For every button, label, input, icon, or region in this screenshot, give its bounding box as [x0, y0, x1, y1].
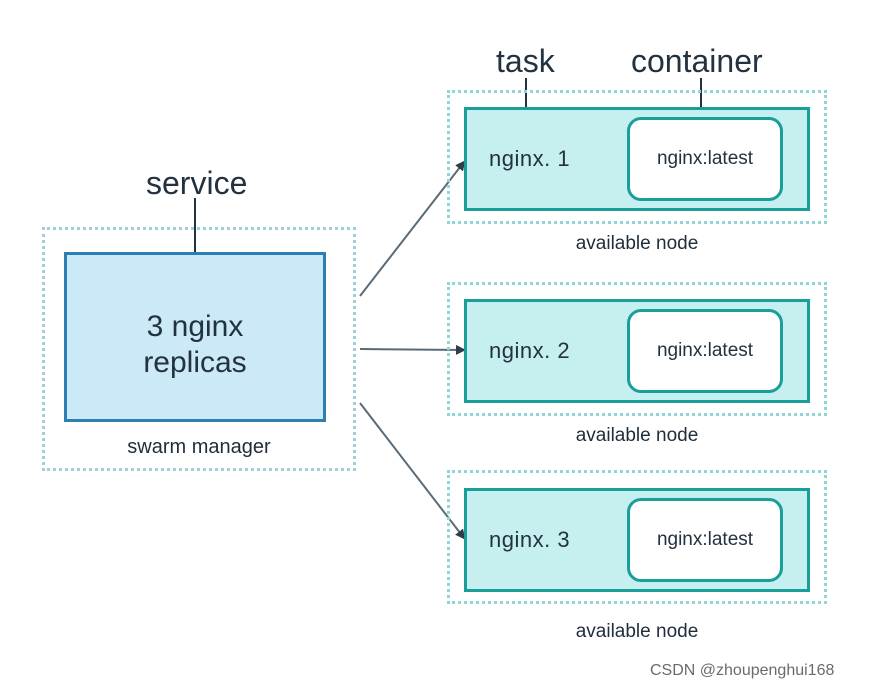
arrow-to-node-2 — [359, 344, 466, 355]
task-label-1: nginx. 1 — [489, 146, 571, 171]
container-box-2: nginx:latest — [627, 309, 783, 393]
container-callout: container — [631, 43, 763, 79]
csdn-watermark: CSDN @zhoupenghui168 — [650, 662, 835, 679]
service-callout: service — [146, 165, 248, 201]
arrow-to-node-1 — [359, 160, 466, 297]
node-caption-2: available node — [575, 425, 699, 446]
container-label-3: nginx:latest — [656, 529, 754, 550]
task-callout: task — [496, 43, 555, 79]
container-box-3: nginx:latest — [627, 498, 783, 582]
available-node-1 — [447, 90, 827, 224]
available-node-2 — [447, 282, 827, 416]
arrow-to-node-3 — [359, 402, 466, 540]
swarm-manager-caption: swarm manager — [127, 436, 271, 458]
container-label-2: nginx:latest — [656, 340, 754, 361]
service-box-label: 3 nginx replicas — [143, 310, 247, 379]
node-caption-1: available node — [575, 233, 699, 254]
available-node-3 — [447, 470, 827, 604]
task-label-2: nginx. 2 — [489, 338, 571, 363]
container-box-1: nginx:latest — [627, 117, 783, 201]
container-label-1: nginx:latest — [656, 148, 754, 169]
swarm-manager-frame — [42, 227, 356, 471]
service-box: 3 nginx replicas — [64, 252, 326, 422]
node-caption-3: available node — [575, 621, 699, 642]
task-label-3: nginx. 3 — [489, 527, 571, 552]
